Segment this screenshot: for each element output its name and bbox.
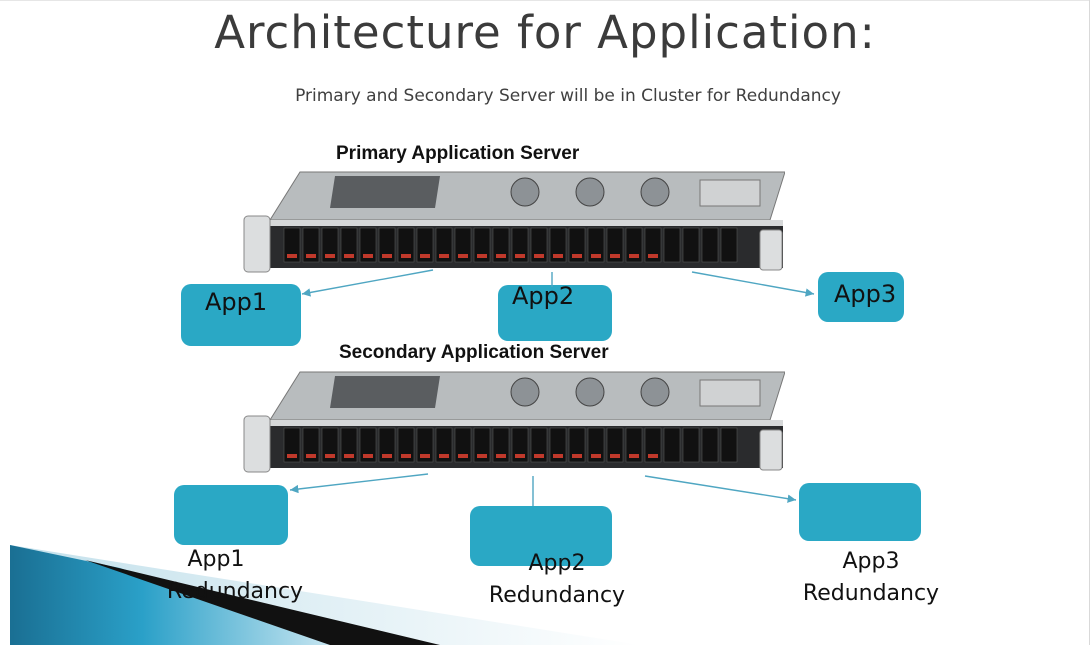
primary-connector-app1 bbox=[301, 269, 434, 297]
slide-subtitle: Primary and Secondary Server will be in … bbox=[295, 86, 841, 106]
secondary-server-icon bbox=[243, 371, 785, 473]
secondary-app2-label: App2 Redundancy bbox=[462, 548, 652, 612]
secondary-app1-sub: Redundancy bbox=[166, 579, 304, 604]
secondary-server-title: Secondary Application Server bbox=[339, 342, 609, 363]
primary-server-title: Primary Application Server bbox=[336, 143, 580, 164]
primary-app1-box bbox=[181, 284, 301, 346]
secondary-connector-app1 bbox=[289, 473, 429, 494]
secondary-app3-sub: Redundancy bbox=[802, 581, 940, 606]
secondary-app1-box bbox=[174, 485, 288, 545]
primary-app3-label: App3 bbox=[834, 280, 897, 308]
secondary-app2-box bbox=[470, 506, 612, 566]
secondary-app3-box bbox=[799, 483, 921, 541]
primary-app2-box bbox=[498, 285, 612, 341]
primary-app2-label: App2 bbox=[512, 282, 575, 310]
secondary-app2-name: App2 bbox=[528, 551, 586, 576]
secondary-app3-name: App3 bbox=[842, 549, 900, 574]
primary-connector-app3 bbox=[691, 271, 815, 297]
primary-app3-box bbox=[818, 272, 904, 322]
secondary-app1-name: App1 bbox=[187, 547, 245, 572]
secondary-app2-sub: Redundancy bbox=[488, 583, 626, 608]
secondary-app1-label: App1 Redundancy bbox=[140, 544, 330, 608]
primary-server-icon bbox=[243, 171, 785, 273]
secondary-connector-app3 bbox=[644, 475, 797, 503]
slide-top-border bbox=[0, 0, 1090, 1]
slide-title: Architecture for Application: bbox=[214, 6, 876, 59]
primary-app1-label: App1 bbox=[205, 288, 268, 316]
secondary-app3-label: App3 Redundancy bbox=[776, 546, 966, 610]
